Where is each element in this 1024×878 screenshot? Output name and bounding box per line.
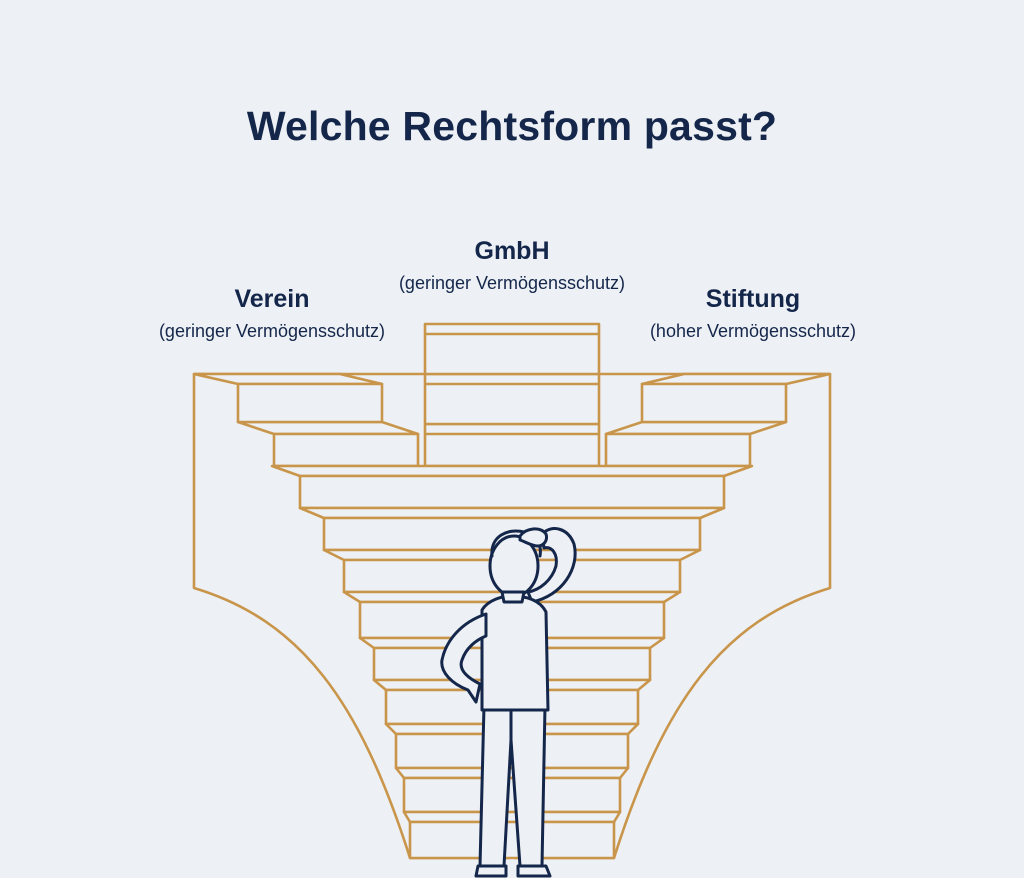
- stairs-verein: [192, 372, 420, 468]
- page-title: Welche Rechtsform passt?: [246, 103, 778, 149]
- option-verein-name: Verein: [234, 285, 310, 313]
- option-stiftung-note: (hoher Vermögensschutz): [649, 321, 857, 341]
- option-verein: Verein (geringer Vermögensschutz): [132, 284, 412, 342]
- option-gmbh-name: GmbH: [474, 237, 550, 265]
- stairs-gmbh: [423, 322, 601, 468]
- option-stiftung-name: Stiftung: [705, 285, 801, 313]
- option-gmbh: GmbH (geringer Vermögensschutz): [372, 236, 652, 294]
- stairs-stiftung: [604, 372, 832, 468]
- option-gmbh-note: (geringer Vermögensschutz): [398, 273, 626, 293]
- thinking-person-icon: [440, 527, 577, 878]
- option-stiftung: Stiftung (hoher Vermögensschutz): [613, 284, 893, 342]
- option-verein-note: (geringer Vermögensschutz): [158, 321, 386, 341]
